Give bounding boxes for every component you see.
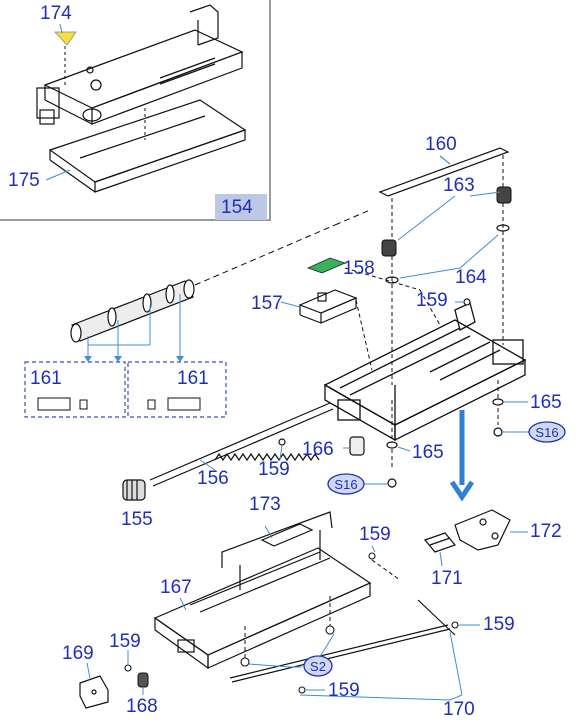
callout-165-b: 165 bbox=[412, 442, 444, 463]
part-157 bbox=[298, 289, 358, 324]
label-boxes-161 bbox=[24, 361, 227, 418]
springs-163 bbox=[381, 186, 512, 257]
callout-159-d: 159 bbox=[483, 614, 515, 635]
callout-173: 173 bbox=[249, 494, 281, 515]
callout-174: 174 bbox=[40, 3, 72, 24]
roller-shaft bbox=[70, 279, 195, 343]
part-173 bbox=[260, 523, 314, 547]
callout-157: 157 bbox=[251, 293, 283, 314]
callout-159-c: 159 bbox=[359, 524, 391, 545]
callout-170: 170 bbox=[443, 699, 475, 720]
callout-161-b: 161 bbox=[177, 368, 209, 389]
callout-158: 158 bbox=[343, 258, 375, 279]
inset-assembly-154 bbox=[0, 0, 271, 221]
callout-171: 171 bbox=[431, 568, 463, 589]
callout-167: 167 bbox=[160, 577, 192, 598]
inset-group-tag: 154 bbox=[215, 194, 267, 220]
callout-164: 164 bbox=[455, 267, 487, 288]
screw-label-s2: S2 bbox=[310, 659, 326, 674]
callout-159-b: 159 bbox=[258, 459, 290, 480]
callout-155: 155 bbox=[121, 509, 153, 530]
part-167-base bbox=[153, 511, 372, 670]
callout-163: 163 bbox=[443, 175, 475, 196]
callout-166: 166 bbox=[302, 439, 334, 460]
callout-160: 160 bbox=[425, 134, 457, 155]
callout-165-a: 165 bbox=[530, 392, 562, 413]
screw-label-s16-a: S16 bbox=[535, 425, 559, 440]
down-arrow bbox=[449, 410, 475, 502]
callout-175: 175 bbox=[8, 170, 40, 191]
part-156-shaft bbox=[149, 402, 334, 487]
callout-168: 168 bbox=[126, 696, 158, 717]
screw-label-s16-b: S16 bbox=[334, 477, 358, 492]
part-155-gear bbox=[122, 479, 146, 501]
callout-159-e: 159 bbox=[109, 631, 141, 652]
part-169 bbox=[79, 675, 109, 709]
part-170-rod bbox=[229, 599, 456, 683]
part-160-bar bbox=[378, 147, 510, 197]
callout-159-a: 159 bbox=[416, 290, 448, 311]
inset-group-label: 154 bbox=[221, 197, 253, 218]
main-frame bbox=[323, 302, 527, 442]
callout-169: 169 bbox=[62, 643, 94, 664]
callout-156: 156 bbox=[197, 468, 229, 489]
callout-159-f: 159 bbox=[328, 680, 360, 701]
callout-172: 172 bbox=[530, 521, 562, 542]
part-171 bbox=[423, 532, 457, 553]
part-172 bbox=[454, 509, 511, 551]
callout-161-a: 161 bbox=[30, 368, 62, 389]
